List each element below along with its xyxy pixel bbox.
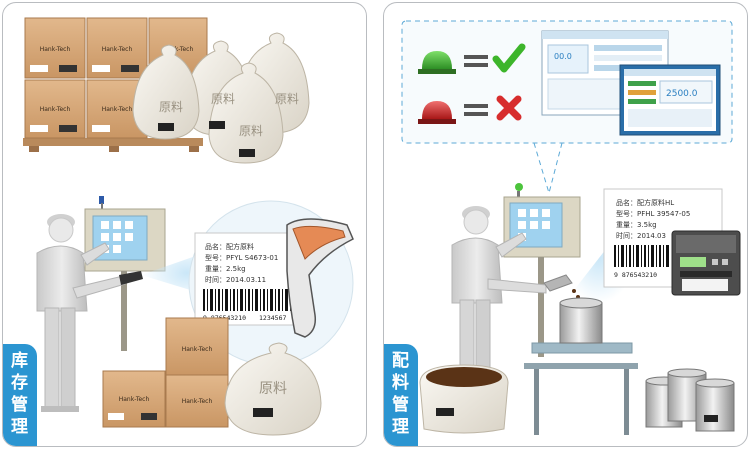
label-model: 型号：PFHL 39547-05 xyxy=(616,209,690,218)
bottom-box-stack: Hank-Tech Hank-Tech Hank-Tech xyxy=(102,317,229,428)
label-weight: 重量：3.5kg xyxy=(616,221,657,229)
label-printer-icon xyxy=(671,230,741,296)
sack-label-1: 原料 xyxy=(159,100,183,114)
box-brand-3: Hank-Tech xyxy=(163,46,194,53)
label-time: 时间：2014.03.11 xyxy=(205,275,266,284)
label-time: 时间：2014.03 xyxy=(616,231,666,240)
bottom-sack-label: 原料 xyxy=(259,381,287,397)
tab-char: 理 xyxy=(392,417,410,437)
green-beacon-icon xyxy=(515,183,523,191)
tab-char: 理 xyxy=(11,417,29,437)
box-brand-7: Hank-Tech xyxy=(119,396,150,403)
barcode-number-right: 1234567 xyxy=(259,314,286,322)
box-brand-6: Hank-Tech xyxy=(182,346,213,353)
tab-char: 配 xyxy=(392,351,410,371)
sack-label-4: 原料 xyxy=(239,124,263,138)
inventory-scene: Hank-Tech Hank-Tech Hank-Tech Hank-Tech … xyxy=(23,17,354,436)
barcode xyxy=(614,245,669,267)
tab-char: 料 xyxy=(392,373,410,393)
box-brand-8: Hank-Tech xyxy=(182,398,213,405)
cross-icon xyxy=(496,95,522,121)
sack-label-2: 原料 xyxy=(211,92,235,106)
readout-1: 00.0 xyxy=(554,52,572,61)
status-fail-row xyxy=(418,95,522,124)
tab-char: 管 xyxy=(392,395,410,415)
inventory-panel: Hank-Tech Hank-Tech Hank-Tech Hank-Tech … xyxy=(2,2,367,447)
label-name: 品名：配方原料 xyxy=(205,242,254,251)
label-weight: 重量：2.5kg xyxy=(205,265,246,273)
box-brand-2: Hank-Tech xyxy=(102,46,133,53)
sack-pile: 原料 原料 原料 原料 xyxy=(132,32,310,164)
label-name: 品名：配方原料HL xyxy=(616,198,674,207)
worker xyxy=(36,214,143,412)
software-screens: 00.0 2500.0 xyxy=(541,30,721,136)
box-brand-1: Hank-Tech xyxy=(40,46,71,53)
handheld-scanner-icon xyxy=(286,218,354,338)
batching-panel: 00.0 2500.0 xyxy=(383,2,748,447)
terminal xyxy=(84,196,166,351)
tab-inventory-management: 库 存 管 理 xyxy=(3,344,37,446)
label-model: 型号：PFYL S4673-01 xyxy=(205,253,278,262)
batching-scene: 00.0 2500.0 xyxy=(401,20,741,435)
pallet xyxy=(23,138,203,146)
tab-char: 存 xyxy=(11,373,29,393)
box-brand-4: Hank-Tech xyxy=(40,106,71,113)
tab-char: 管 xyxy=(11,395,29,415)
green-light-icon xyxy=(422,51,452,69)
tab-char: 库 xyxy=(11,351,29,371)
readout-2: 2500.0 xyxy=(666,89,698,99)
sack-label-3: 原料 xyxy=(275,92,299,106)
check-icon xyxy=(492,43,526,73)
status-ok-row xyxy=(418,43,526,74)
tab-batching-management: 配 料 管 理 xyxy=(384,344,418,446)
box-brand-5: Hank-Tech xyxy=(102,106,133,113)
bottom-sack xyxy=(224,342,322,436)
red-light-icon xyxy=(422,101,452,119)
container-group xyxy=(645,368,735,432)
barcode-number: 9 876543210 xyxy=(614,271,657,279)
